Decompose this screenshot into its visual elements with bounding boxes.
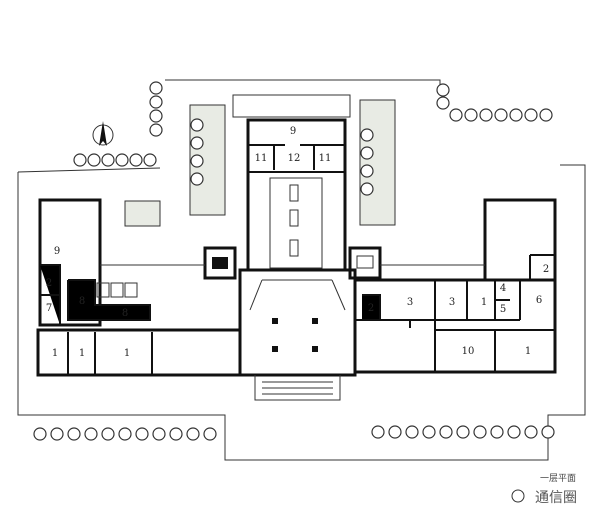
room-label: 1 (124, 348, 130, 359)
tree-icon (422, 425, 436, 439)
tree-icon (436, 83, 450, 97)
trees (33, 81, 555, 441)
room-label: 2 (46, 278, 52, 289)
tree-icon (67, 427, 81, 441)
tree-icon (152, 427, 166, 441)
room-label: 9 (54, 246, 60, 257)
room-label: 6 (536, 295, 542, 306)
tree-icon (449, 108, 463, 122)
tree-icon (371, 425, 385, 439)
tree-icon (73, 153, 87, 167)
plan-caption: 一层平面 (540, 473, 576, 484)
room-label: 1 (481, 297, 487, 308)
tree-icon (509, 108, 523, 122)
right-wing (353, 278, 557, 374)
tree-icon (33, 427, 47, 441)
tree-icon (149, 81, 163, 95)
tree-icon (524, 425, 538, 439)
tree-icon (149, 109, 163, 123)
tree-icon (360, 164, 374, 178)
room-label: 9 (290, 126, 296, 137)
tree-icon (456, 425, 470, 439)
tree-icon (129, 153, 143, 167)
room-label: 1 (52, 348, 58, 359)
tree-icon (473, 425, 487, 439)
tree-icon (541, 425, 555, 439)
room-label: 12 (288, 153, 301, 164)
tree-icon (436, 96, 450, 110)
tree-icon (143, 153, 157, 167)
tree-icon (507, 425, 521, 439)
tree-icon (360, 128, 374, 142)
tree-icon (190, 136, 204, 150)
tree-icon (118, 427, 132, 441)
tree-icon (115, 153, 129, 167)
room-label: 7 (46, 303, 52, 314)
tree-icon (50, 427, 64, 441)
tree-icon (524, 108, 538, 122)
room-labels-left: 9 2 7 8 8 1 1 1 (46, 246, 130, 359)
portico (232, 94, 351, 118)
central-hall (238, 268, 357, 377)
room-label: 8 (122, 308, 128, 319)
tree-icon (186, 427, 200, 441)
room-label: 3 (407, 297, 413, 308)
room-label: 1 (525, 346, 531, 357)
tree-icon (84, 427, 98, 441)
planter-small (124, 200, 161, 227)
tree-icon (388, 425, 402, 439)
tree-icon (169, 427, 183, 441)
tree-icon (87, 153, 101, 167)
tree-icon (190, 118, 204, 132)
room-label: 8 (79, 296, 85, 307)
room-label: 1 (79, 348, 85, 359)
tree-icon (149, 95, 163, 109)
room-label: 11 (255, 153, 268, 164)
tree-icon (190, 154, 204, 168)
tree-icon (439, 425, 453, 439)
wechat-icon (511, 489, 525, 503)
north-arrow-icon (92, 121, 114, 146)
entrance-stairs (254, 375, 341, 401)
conference-tables (289, 184, 299, 257)
tree-icon (360, 182, 374, 196)
tree-icon (203, 427, 217, 441)
room-labels-right: 2 3 3 1 4 5 6 2 10 1 (368, 264, 549, 357)
room-label: 4 (500, 283, 506, 294)
tree-icon (494, 108, 508, 122)
room-label: 2 (368, 303, 374, 314)
tree-icon (135, 427, 149, 441)
planter-right (359, 99, 396, 226)
room-labels-top: 9 11 12 11 (255, 126, 332, 164)
tree-icon (360, 146, 374, 160)
tree-icon (479, 108, 493, 122)
room-label: 3 (449, 297, 455, 308)
room-label: 10 (462, 346, 475, 357)
tree-icon (101, 427, 115, 441)
tree-icon (101, 153, 115, 167)
room-label: 5 (500, 304, 506, 315)
tree-icon (190, 172, 204, 186)
left-wing (36, 328, 242, 377)
tree-icon (539, 108, 553, 122)
room-label: 2 (543, 264, 549, 275)
tree-icon (405, 425, 419, 439)
room-label: 11 (319, 153, 332, 164)
watermark: 通信圈 (535, 490, 577, 506)
tree-icon (464, 108, 478, 122)
tree-icon (490, 425, 504, 439)
tree-icon (149, 123, 163, 137)
